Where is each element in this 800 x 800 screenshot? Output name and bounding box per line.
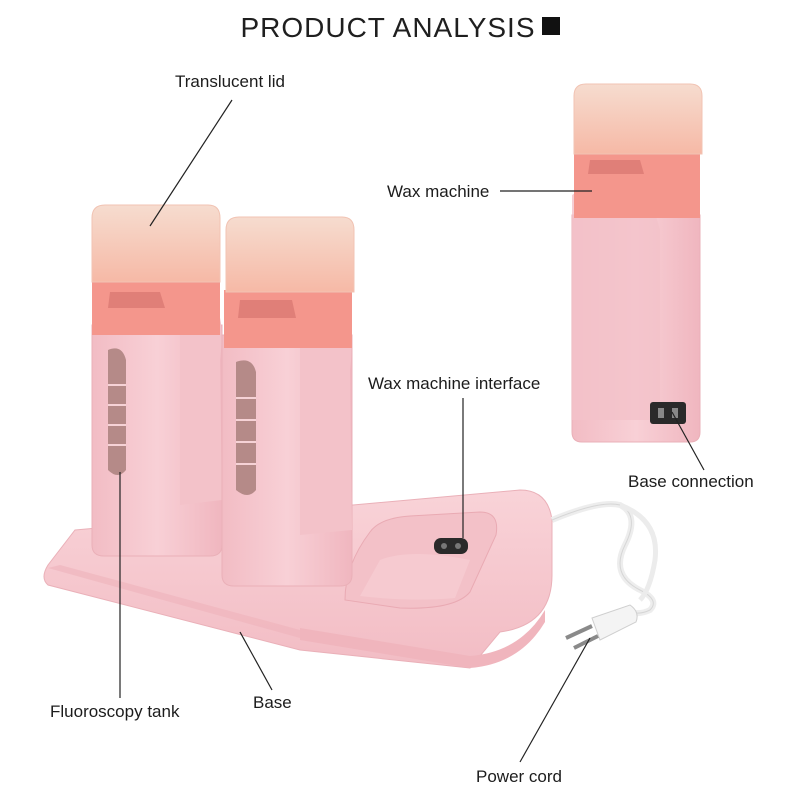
label-wax-machine-interface: Wax machine interface <box>368 374 541 393</box>
page-title: PRODUCT ANALYSIS <box>0 12 800 44</box>
label-fluoroscopy-tank: Fluoroscopy tank <box>50 702 180 721</box>
label-translucent-lid: Translucent lid <box>175 72 285 91</box>
label-base-connection: Base connection <box>628 472 754 491</box>
label-power-cord: Power cord <box>476 767 562 786</box>
interface-connector <box>434 538 468 554</box>
base-connection-socket <box>650 402 686 424</box>
square-icon <box>541 17 560 35</box>
label-base: Base <box>253 693 292 712</box>
label-wax-machine: Wax machine <box>387 182 490 201</box>
power-cord-shape <box>550 501 659 650</box>
middle-wax-heater <box>221 216 355 587</box>
leader-lines <box>119 99 705 763</box>
standalone-wax-heater <box>571 83 703 443</box>
left-wax-heater <box>91 204 223 557</box>
